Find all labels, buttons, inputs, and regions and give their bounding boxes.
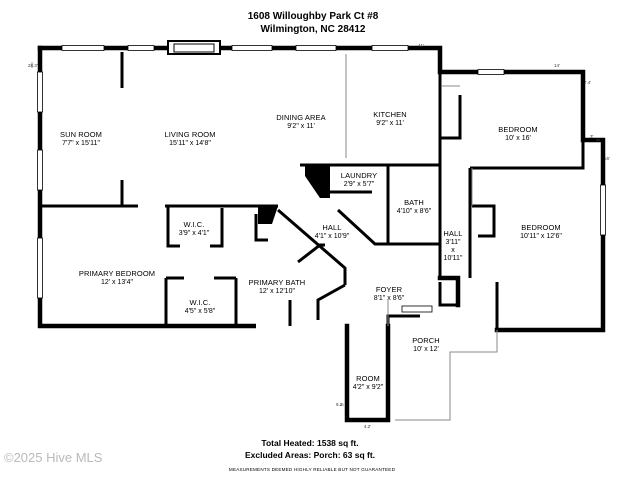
disclaimer: MEASUREMENTS DEEMED HIGHLY RELIABLE BUT … — [228, 467, 396, 472]
room-bedroom-2: BEDROOM 10'11" x 12'6" — [520, 223, 562, 241]
room-dims: 4'10" x 8'6" — [396, 207, 432, 215]
room-kitchen: KITCHEN 9'2" x 11' — [373, 110, 407, 128]
dim-ticks — [31, 62, 600, 406]
dim-room-side: 9.2' — [336, 402, 344, 407]
address-line1: 1608 Willoughby Park Ct #8 — [247, 11, 379, 22]
room-sun-room: SUN ROOM 7'7" x 15'11" — [59, 130, 103, 148]
watermark-text: ©2025 Hive MLS — [4, 450, 103, 465]
address-line2: Wilmington, NC 28412 — [260, 24, 366, 35]
wall-fills — [258, 165, 330, 224]
room-wic-1: W.I.C. 3'9" x 4'1" — [178, 220, 210, 238]
room-name: ROOM — [356, 374, 380, 383]
room-dims-c: 10'11" — [443, 254, 463, 262]
room-dims: 9'2" x 11' — [287, 122, 315, 130]
room-name: W.I.C. — [189, 298, 211, 307]
room-dims: 8'1" x 8'6" — [373, 294, 405, 302]
room-dims-a: 3'11" — [445, 238, 461, 246]
room-dining-area: DINING AREA 9'2" x 11' — [276, 113, 326, 131]
room-name: W.I.C. — [183, 220, 205, 229]
room-name: PRIMARY BATH — [248, 278, 306, 287]
dim-top-right: 41' — [418, 43, 424, 48]
room-hall-right: HALL 3'11" x 10'11" — [443, 229, 463, 263]
room-primary-bath: PRIMARY BATH 12' x 12'10" — [248, 278, 306, 296]
room-porch: PORCH 10' x 12' — [412, 336, 440, 354]
room-dims: 4'5" x 5'8" — [184, 307, 216, 315]
room-dims-b: x — [451, 246, 455, 254]
dim-bed-top: 14' — [554, 63, 560, 68]
room-dims: 10'11" x 12'6" — [520, 232, 562, 240]
room-foyer: FOYER 8'1" x 8'6" — [373, 285, 405, 303]
dim-room-bottom: 4.2' — [364, 424, 372, 429]
room-name: SUN ROOM — [59, 130, 103, 139]
room-dims: 12' x 13'4" — [100, 278, 133, 286]
room-dims: 7'7" x 15'11" — [62, 139, 100, 147]
room-wic-2: W.I.C. 4'5" x 5'8" — [184, 298, 216, 316]
room-dims: 15'11" x 14'8" — [169, 139, 211, 147]
thin-lines — [345, 54, 498, 421]
room-name: FOYER — [375, 285, 403, 294]
room-name: LIVING ROOM — [164, 130, 216, 139]
room-room: ROOM 4'2" x 9'2" — [352, 374, 384, 392]
room-dims: 3'9" x 4'1" — [178, 229, 210, 237]
room-name: PORCH — [412, 336, 440, 345]
room-dims: 10' x 16' — [505, 134, 531, 142]
dim-left-top: 28.3' — [28, 63, 38, 68]
room-dims: 4'2" x 9'2" — [352, 383, 384, 391]
room-bath: BATH 4'10" x 8'6" — [396, 198, 432, 216]
fireplace — [167, 40, 221, 55]
room-name: HALL — [322, 223, 342, 232]
dim-bed-side: 7.4' — [584, 80, 592, 85]
room-hall-center: HALL 4'1" x 10'9" — [314, 223, 350, 241]
windows — [37, 45, 606, 313]
dim-bed-corner: 3' — [590, 134, 594, 139]
exterior-walls — [37, 45, 606, 423]
room-name: KITCHEN — [373, 110, 407, 119]
total-heated: Total Heated: 1538 sq ft. — [261, 438, 359, 448]
room-living-room: LIVING ROOM 15'11" x 14'8" — [164, 130, 216, 148]
dim-right-side: 16' — [604, 156, 610, 161]
room-primary-bedroom: PRIMARY BEDROOM 12' x 13'4" — [78, 269, 156, 287]
door-gaps — [138, 203, 378, 329]
room-name: HALL — [443, 229, 463, 238]
room-dims: 10' x 12' — [413, 345, 439, 353]
room-dims: 12' x 12'10" — [259, 287, 295, 295]
room-bedroom-1: BEDROOM 10' x 16' — [498, 125, 538, 143]
room-laundry: LAUNDRY 2'9" x 5'7" — [340, 171, 378, 189]
interior-walls — [42, 52, 585, 330]
excluded-areas: Excluded Areas: Porch: 63 sq ft. — [244, 450, 376, 460]
room-name: PRIMARY BEDROOM — [78, 269, 156, 278]
room-name: LAUNDRY — [340, 171, 378, 180]
room-name: DINING AREA — [276, 113, 326, 122]
room-name: BATH — [404, 198, 424, 207]
room-dims: 9'2" x 11' — [376, 119, 404, 127]
room-name: BEDROOM — [521, 223, 561, 232]
room-dims: 2'9" x 5'7" — [343, 180, 375, 188]
room-dims: 4'1" x 10'9" — [314, 232, 350, 240]
room-name: BEDROOM — [498, 125, 538, 134]
